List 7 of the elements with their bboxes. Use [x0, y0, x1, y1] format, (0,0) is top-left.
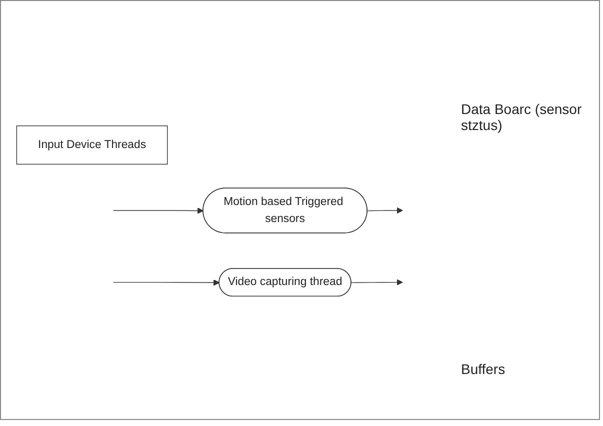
note-text: Data Boarc (sensor stztus) [461, 101, 583, 133]
arrow [367, 207, 403, 214]
arrow [350, 279, 403, 286]
node-box: Input Device Threads [16, 125, 168, 165]
arrow [113, 208, 204, 214]
arrow [113, 279, 220, 286]
note-text: Buffers [461, 361, 506, 377]
